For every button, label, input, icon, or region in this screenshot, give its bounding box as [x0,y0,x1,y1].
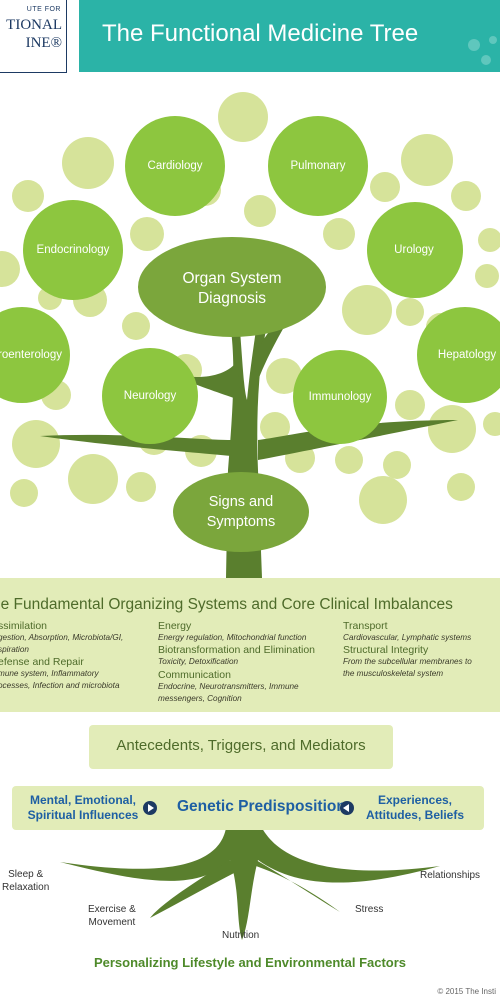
organ-cardiology: Cardiology [147,160,203,172]
organ-endocrinology: Endocrinology [36,244,110,256]
root-sleep: Sleep & Relaxation [2,869,50,893]
page-title: The Functional Medicine Tree [102,20,419,47]
organ-pulmonary: Pulmonary [290,160,346,172]
core-head-defense: efense and Repair [0,656,84,668]
organ-immunology: Immunology [308,391,372,403]
logo-line-3: INE® [25,35,62,51]
core-detail-transport: Cardiovascular, Lymphatic systems [343,633,472,642]
core-head-assimilation: ssimilation [0,620,48,632]
title-banner [79,0,500,72]
antecedents-box: Antecedents, Triggers, and Mediators [89,725,393,769]
root-relationships: Relationships [420,870,481,881]
organ-hepatology: Hepatology [437,349,497,361]
experiences-label: Experiences, Attitudes, Beliefs [365,793,464,822]
copyright: © 2015 The Insti [437,987,496,996]
organ-urology: Urology [394,244,434,256]
core-systems-title: he Fundamental Organizing Systems and Co… [0,596,453,613]
root-nutrition: Nutrition [222,930,260,941]
organ-neurology: Neurology [123,390,177,402]
core-detail-energy: Energy regulation, Mitochondrial functio… [158,633,307,642]
organ-gastroenterology: roenterology [0,349,62,361]
organ-system-diagnosis-label: Organ System Diagnosis [182,270,282,307]
core-head-energy: Energy [158,620,192,632]
core-detail-assimilation: gestion, Absorption, Microbiota/GI, spir… [0,633,124,654]
arrow-right-icon [143,801,157,815]
core-detail-structural: From the subcellular membranes to the mu… [343,657,472,678]
organ-circles [0,116,500,444]
core-systems-panel [0,578,500,712]
core-detail-biotransformation: Toxicity, Detoxification [158,657,239,666]
genetic-predisposition-label: Genetic Predisposition [177,798,346,815]
signs-symptoms-label: Signs and Symptoms [206,494,276,530]
core-detail-defense: mune system, Inflammatory ocesses, Infec… [0,669,120,690]
signs-symptoms-ellipse [173,472,309,552]
arrow-left-icon [340,801,354,815]
footer-title: Personalizing Lifestyle and Environmenta… [93,955,407,970]
core-head-transport: Transport [343,620,388,632]
roots [60,828,440,940]
banner-decoration [468,36,497,65]
root-exercise: Exercise & Movement [88,904,136,928]
ifm-logo: UTE FOR TIONAL INE® [0,0,67,73]
organ-system-ellipse [138,237,326,337]
core-head-communication: Communication [158,669,231,681]
antecedents-label: Antecedents, Triggers, and Mediators [116,737,366,754]
core-head-biotransformation: Biotransformation and Elimination [158,644,315,656]
logo-line-2: TIONAL [6,17,62,33]
logo-line-1: UTE FOR [26,6,61,13]
core-detail-communication: Endocrine, Neurotransmitters, Immune mes… [158,682,299,703]
genetic-predisposition-box: Mental, Emotional, Spiritual Influences … [12,786,484,830]
mental-emotional-label: Mental, Emotional, Spiritual Influences [27,793,139,822]
core-head-structural: Structural Integrity [343,644,429,656]
root-stress: Stress [355,904,384,915]
